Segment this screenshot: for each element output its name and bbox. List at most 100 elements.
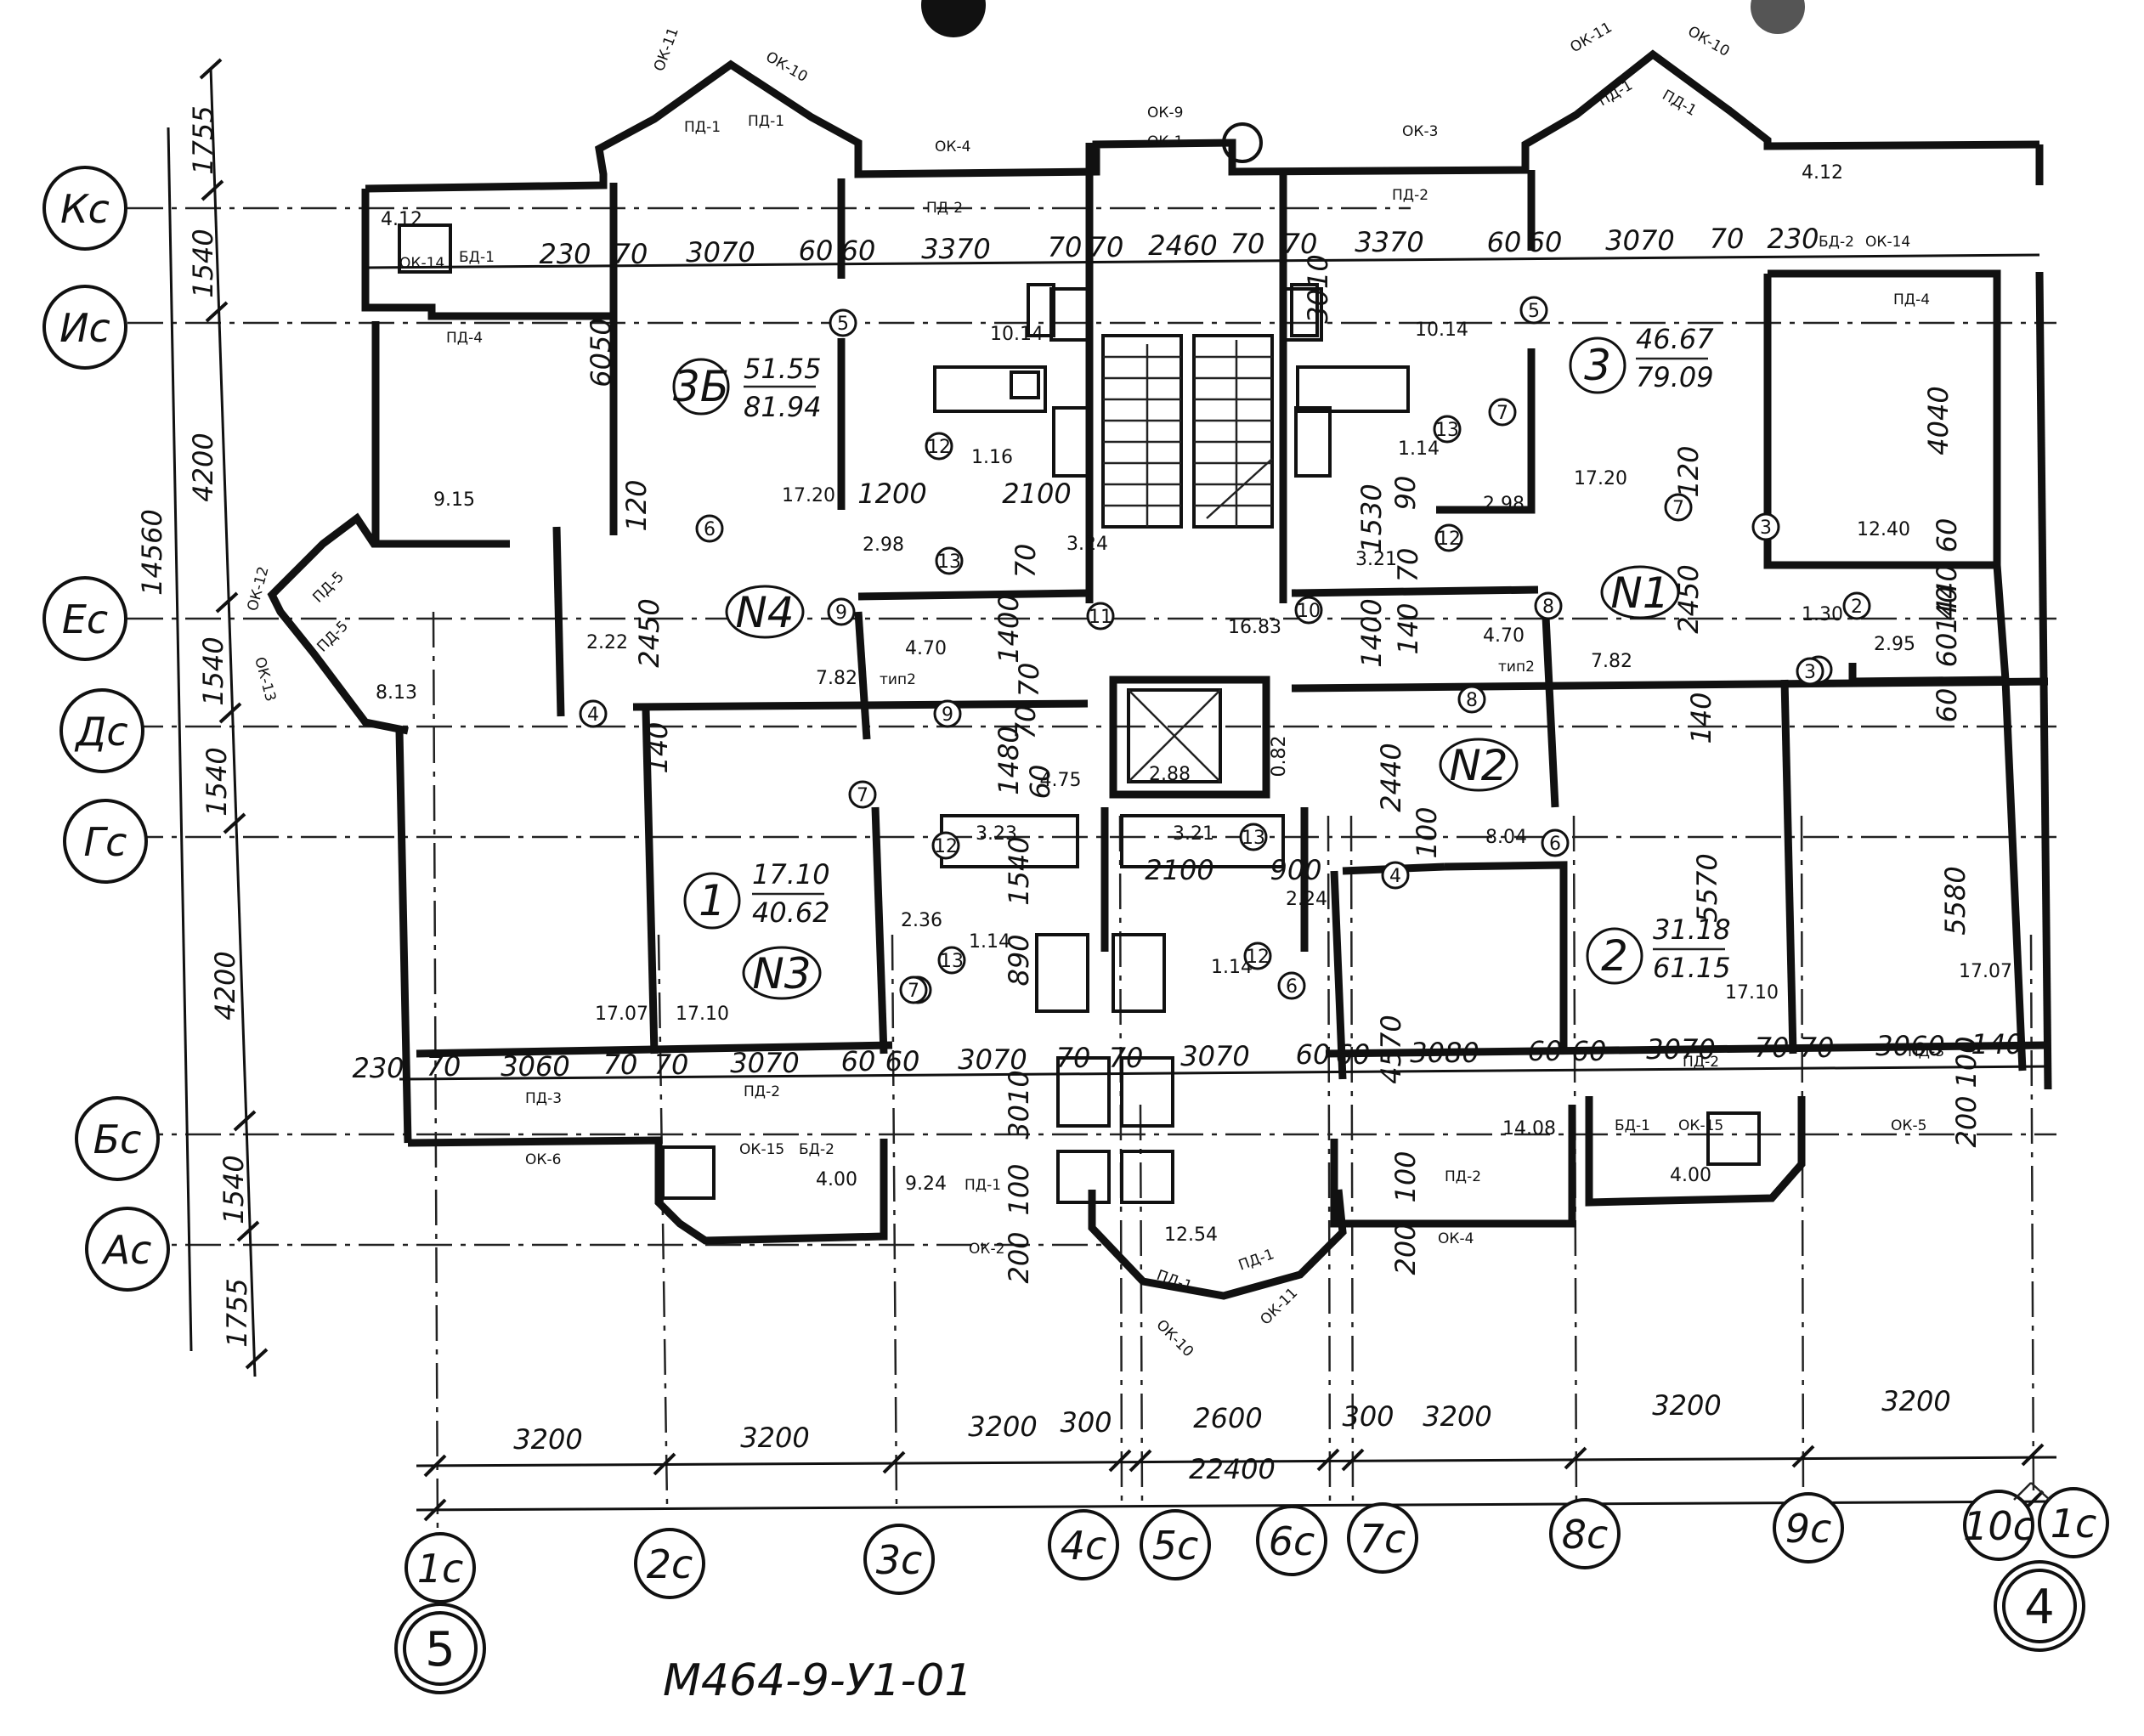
window-tag: ОК-4 (935, 139, 970, 156)
apartment-bubble-n4 (725, 585, 805, 639)
dim-left: 4200 (209, 951, 241, 1020)
unit-total-area: 79.09 (1636, 361, 1714, 393)
dim-bottom: 3200 (1652, 1389, 1721, 1422)
dim-inner: 90 (1389, 476, 1422, 511)
axis-label: 9с (1785, 1506, 1832, 1552)
window-tag: ОК-4 (1438, 1230, 1474, 1247)
window-tag: ОК-15 (1678, 1117, 1723, 1134)
apartment-label-n1: N1 (1610, 568, 1669, 618)
room-area: 16.83 (1228, 617, 1281, 638)
dim-top: 3370 (1355, 226, 1423, 258)
room-area: 12.40 (1857, 519, 1910, 540)
dim-inner: 6050 (585, 318, 617, 387)
dim-lower: 230 (352, 1052, 404, 1084)
axis-label: 8с (1562, 1512, 1609, 1558)
axis-bubble-kc (42, 166, 127, 251)
window-tag: ОК-10 (763, 48, 811, 86)
dim-inner: 3010 (1003, 1070, 1035, 1139)
dim-inner: 100 (1950, 1036, 1983, 1088)
dim-lower: 70 (1056, 1042, 1091, 1074)
unit-number: 3 (1584, 341, 1611, 390)
room-area: 17.10 (676, 1004, 729, 1025)
room-area: 2.98 (1483, 494, 1525, 515)
room-areas: 4.12 9.15 2.22 8.13 10.14 17.20 2.98 4.7… (376, 162, 2012, 1246)
dim-inner: 900 (1270, 854, 1321, 886)
marker (1541, 828, 1570, 857)
axis-label: 5с (1152, 1523, 1199, 1569)
window-tag: ОК-10 (1685, 23, 1733, 60)
door-tag: ПД-2 (1683, 1054, 1719, 1071)
sheet-ref-5-inner (403, 1611, 478, 1686)
axis-label: 10с (1963, 1503, 2034, 1549)
dim-inner: 0.82 (1269, 736, 1290, 778)
scan-mark (1751, 0, 1805, 34)
bottom-axes-lines (432, 611, 2035, 1539)
marker (1243, 942, 1272, 970)
dim-top: 60 (799, 235, 834, 267)
dim-lower: 60 (1336, 1038, 1371, 1071)
marker-label: 13 (940, 951, 964, 972)
dim-top: 3070 (1605, 224, 1674, 257)
marker-label: 12 (1437, 529, 1461, 550)
marker (827, 597, 856, 626)
dim-top: 60 (841, 235, 876, 267)
axis-bubble-is (42, 285, 127, 370)
drawing-code: М464-9-У1-01 (663, 1655, 972, 1706)
window-tag: ОК-10 (1152, 1316, 1196, 1360)
type-tag: тип2 (1498, 659, 1535, 676)
room-area: 3.23 (976, 823, 1017, 845)
room-area: 10.14 (990, 324, 1044, 345)
axis-bubble-ds (59, 688, 144, 773)
dim-lower: 3060 (501, 1050, 569, 1083)
room-area: 8.04 (1485, 827, 1527, 848)
room-area: 10.14 (1415, 319, 1468, 341)
marker (1664, 493, 1693, 522)
marker-label: 6 (1549, 834, 1561, 855)
building-walls (267, 49, 2052, 1300)
marker-label: 5 (1528, 301, 1540, 322)
window-tag: ОК-14 (1865, 234, 1910, 251)
axis-label: 1с (417, 1546, 464, 1592)
axis-label: 1с (2051, 1501, 2097, 1547)
window-tag: ОК-5 (1891, 1117, 1926, 1134)
dim-inner: 1400 (1355, 598, 1388, 667)
unit-living-area: 51.55 (744, 353, 822, 385)
marker (925, 432, 953, 461)
dim-inner: 120 (1672, 445, 1705, 497)
dim-lower: 70 (1755, 1032, 1790, 1064)
door-tag: БД-1 (459, 249, 495, 266)
dim-lower: 3080 (1410, 1037, 1479, 1069)
axis-label: 3с (876, 1537, 923, 1583)
window-tag: ОК-11 (1257, 1285, 1301, 1329)
door-tag: ПД-3 (525, 1090, 562, 1107)
door-tag: ПД-1 (748, 113, 784, 130)
axis-bubble-4c (1048, 1509, 1119, 1580)
dim-inner: 1540 (1003, 836, 1035, 905)
dim-inner: 100 (1389, 1151, 1422, 1202)
marker (935, 546, 964, 575)
dim-lower: 60 (1296, 1038, 1331, 1071)
door-tag: ПД-4 (1893, 291, 1930, 308)
dim-inner: 4040 (1922, 386, 1954, 455)
dim-lower: 3070 (1646, 1033, 1715, 1066)
axis-label-kc: Кс (60, 186, 110, 232)
dim-bottom: 300 (1342, 1400, 1394, 1433)
markers: 5 6 12 13 9 11 10 12 13 7 5 7 3 8 2 3 4 … (579, 296, 1871, 1004)
left-axes: Кс Ис Ес Дс Гс Бс Ас (42, 166, 2056, 1292)
room-area: 12.54 (1164, 1224, 1218, 1246)
marker-label: 9 (942, 704, 953, 726)
dim-bottom: 3200 (740, 1422, 809, 1454)
dim-inner: 70 (1010, 544, 1042, 579)
dim-left: 1540 (201, 747, 233, 816)
dim-lower: 70 (427, 1050, 461, 1083)
dim-inner: 200 (1003, 1231, 1035, 1283)
dim-left: 1755 (221, 1278, 253, 1347)
marker (931, 831, 960, 860)
room-area: 4.70 (905, 638, 947, 659)
marker (1381, 861, 1410, 890)
window-tag: ОК-9 (1147, 105, 1183, 122)
dim-inner: 140 (1685, 692, 1717, 744)
dim-top: 3370 (921, 233, 990, 265)
dim-inner: 60 (1931, 518, 1963, 553)
marker (1488, 398, 1517, 427)
